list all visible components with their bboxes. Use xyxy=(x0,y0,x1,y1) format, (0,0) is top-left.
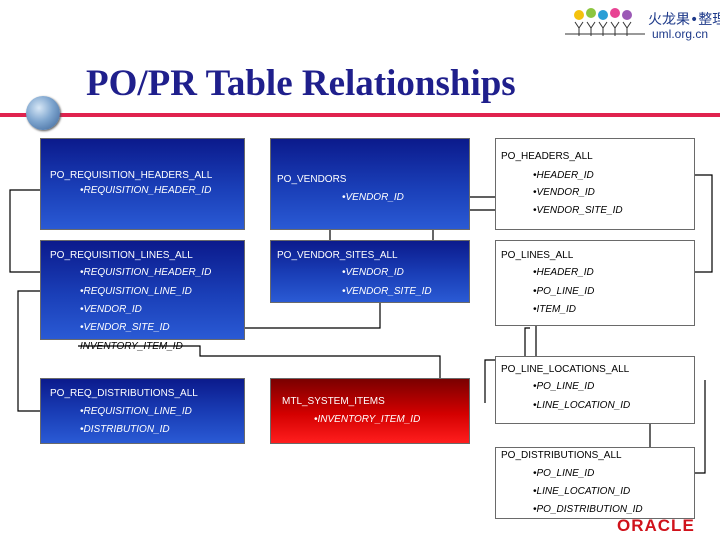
table-field: •HEADER_ID xyxy=(533,170,594,181)
table-po-vendors xyxy=(270,138,470,230)
table-name: PO_HEADERS_ALL xyxy=(501,151,593,162)
table-name: PO_REQUISITION_HEADERS_ALL xyxy=(50,170,213,181)
table-po-line-locations-all xyxy=(495,356,695,424)
table-po-headers-all xyxy=(495,138,695,230)
table-po-requisition-lines-all xyxy=(40,240,245,340)
table-field: •VENDOR_ID xyxy=(342,192,404,203)
table-field: •VENDOR_ID xyxy=(533,187,595,198)
table-po-distributions-all xyxy=(495,447,695,519)
table-po-requisition-headers-all xyxy=(40,138,245,230)
table-name: PO_VENDOR_SITES_ALL xyxy=(277,250,398,261)
table-name: PO_REQUISITION_LINES_ALL xyxy=(50,250,193,261)
table-name: MTL_SYSTEM_ITEMS xyxy=(282,396,385,407)
table-name: PO_DISTRIBUTIONS_ALL xyxy=(501,450,622,461)
table-field: •VENDOR_ID xyxy=(80,304,142,315)
globe-icon xyxy=(26,96,60,130)
table-field: •VENDOR_SITE_ID xyxy=(80,322,170,333)
table-field: •REQUISITION_HEADER_ID xyxy=(80,185,212,196)
table-field: •ITEM_ID xyxy=(533,304,576,315)
page-title: PO/PR Table Relationships xyxy=(86,63,516,104)
people-logo-icon xyxy=(565,8,645,36)
table-po-vendor-sites-all xyxy=(270,240,470,303)
table-field: •REQUISITION_LINE_ID xyxy=(80,286,192,297)
table-field: •PO_LINE_ID xyxy=(533,286,595,297)
table-field: •PO_LINE_ID xyxy=(533,381,595,392)
oracle-logo: ORACLE xyxy=(617,516,695,535)
table-field: •VENDOR_SITE_ID xyxy=(533,205,623,216)
table-po-lines-all xyxy=(495,240,695,326)
table-name: PO_LINE_LOCATIONS_ALL xyxy=(501,364,630,375)
table-field: •REQUISITION_HEADER_ID xyxy=(80,267,212,278)
logo-url: uml.org.cn xyxy=(652,27,709,41)
table-field: •VENDOR_SITE_ID xyxy=(342,286,432,297)
table-name: PO_VENDORS xyxy=(277,174,347,185)
logo-title: 火龙果•整理 xyxy=(648,12,720,28)
table-mtl-system-items xyxy=(270,378,470,444)
table-name: PO_LINES_ALL xyxy=(501,250,574,261)
table-field: •LINE_LOCATION_ID xyxy=(533,486,631,497)
table-field: •LINE_LOCATION_ID xyxy=(533,400,631,411)
table-field: INVENTORY_ITEM_ID xyxy=(80,341,183,352)
table-field: •DISTRIBUTION_ID xyxy=(80,424,170,435)
table-po-req-distributions-all xyxy=(40,378,245,444)
table-name: PO_REQ_DISTRIBUTIONS_ALL xyxy=(50,388,198,399)
table-field: •PO_DISTRIBUTION_ID xyxy=(533,504,643,515)
table-field: •INVENTORY_ITEM_ID xyxy=(314,414,421,425)
table-field: •VENDOR_ID xyxy=(342,267,404,278)
table-field: •HEADER_ID xyxy=(533,267,594,278)
title-underline xyxy=(0,113,720,117)
table-field: •PO_LINE_ID xyxy=(533,468,595,479)
table-field: •REQUISITION_LINE_ID xyxy=(80,406,192,417)
link-inventory-item xyxy=(78,345,441,403)
